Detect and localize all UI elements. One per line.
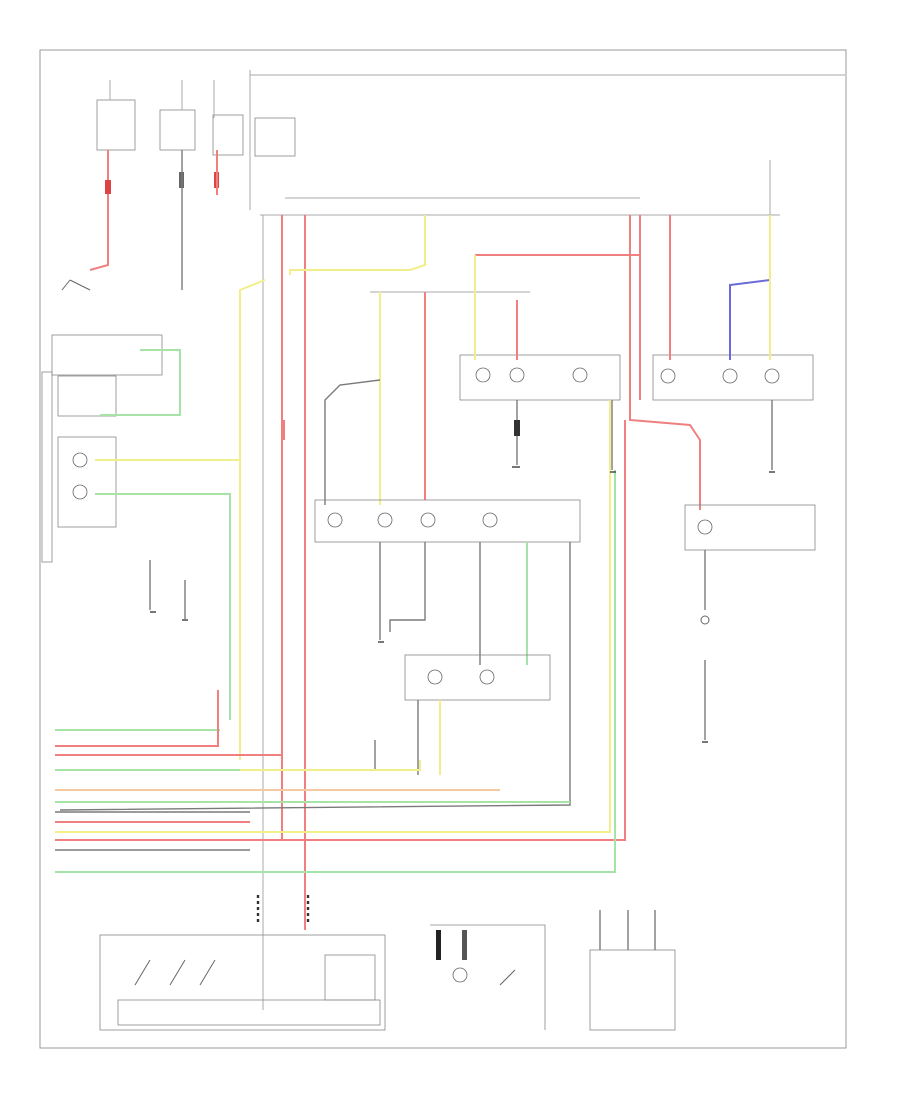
connector-icon bbox=[462, 930, 467, 960]
right-rear-lamps bbox=[629, 215, 814, 510]
fuse-block-bottom bbox=[99, 895, 386, 1031]
bulb-icon bbox=[452, 967, 468, 983]
center-upper-lamps bbox=[324, 220, 641, 505]
center-lamp-assembly bbox=[59, 499, 581, 811]
switch-icon bbox=[61, 279, 91, 291]
lower-center-lamps bbox=[374, 654, 551, 775]
bulb-icon bbox=[72, 452, 88, 468]
bulb-icon bbox=[72, 484, 88, 500]
diagram-frame bbox=[39, 49, 847, 1049]
connector-icon bbox=[436, 930, 441, 960]
top-fuse-area bbox=[96, 70, 845, 210]
left-module bbox=[41, 279, 163, 563]
right-lower-lamp-assembly bbox=[684, 504, 816, 740]
ground-icon bbox=[150, 466, 775, 743]
connector-icon bbox=[700, 615, 710, 625]
left-bus bbox=[55, 400, 626, 873]
combination-switch bbox=[430, 924, 546, 1030]
switch-icon bbox=[499, 969, 516, 986]
connector-icon bbox=[105, 180, 111, 194]
instrument-cluster bbox=[589, 910, 676, 1031]
connector-icon bbox=[514, 420, 520, 436]
